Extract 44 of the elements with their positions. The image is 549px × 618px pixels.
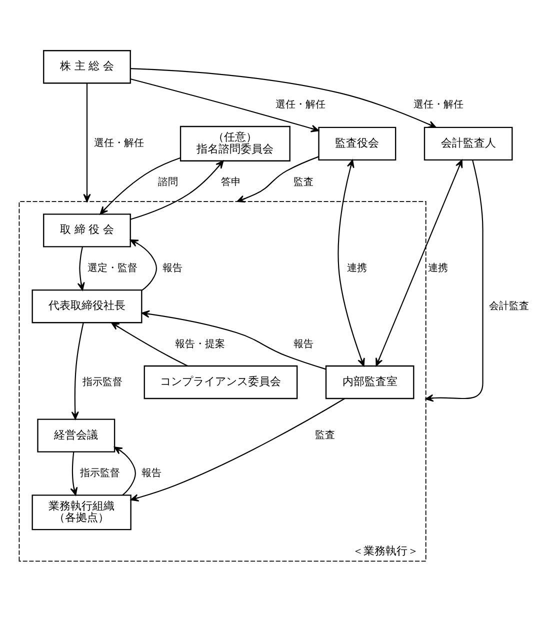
node-box: 代表取締役社長 [32, 288, 142, 323]
node-box: 経営会議 [37, 418, 116, 452]
edge-label: 指示監督 [80, 468, 120, 479]
arrow [111, 322, 188, 366]
arrow [83, 82, 91, 202]
node-box: 監査役会 [318, 126, 396, 160]
arrow [130, 78, 320, 132]
edge-label: 答申 [221, 176, 242, 188]
arrow [70, 451, 78, 496]
arrow [130, 398, 345, 501]
arrow [100, 156, 181, 214]
edge-label: 指示監督 [82, 376, 122, 388]
node-box: （任意） 指名諮問委員会 [180, 125, 290, 161]
edge-label: 報告 [293, 338, 314, 350]
edge-label: 選定・監督 [87, 262, 138, 274]
arrow [130, 160, 224, 220]
edge-label: 監査 [315, 430, 336, 441]
arrow [236, 156, 319, 202]
node-box: コンプライアンス委員会 [144, 364, 298, 399]
arrow [338, 159, 365, 366]
arrow [425, 159, 484, 402]
arrow [130, 68, 436, 128]
edge-label: 連携 [428, 262, 448, 274]
edge-label: 諮問 [158, 176, 178, 188]
edge-label: 監査 [293, 176, 314, 188]
arrow [130, 238, 157, 290]
arrow [71, 322, 84, 420]
arrow [141, 310, 326, 370]
node-box: 業務執行組織 （各拠点） [32, 494, 132, 530]
arrow [114, 446, 136, 495]
edge-label: 選任・解任 [414, 98, 464, 110]
arrow [77, 246, 85, 290]
node-box: 会計監査人 [424, 126, 513, 160]
edge-label: 報告 [162, 262, 182, 274]
edge-label: 選任・解任 [275, 98, 326, 110]
node-box: 取 締 役 会 [43, 213, 131, 247]
node-box: 株 主 総 会 [43, 50, 131, 84]
edge-label: 会計監査 [489, 300, 530, 312]
node-box: 内部監査室 [325, 364, 414, 399]
edge-label: 報告 [142, 468, 162, 479]
edge-label: 連携 [346, 262, 367, 274]
edge-label: 選任・解任 [94, 138, 144, 149]
arrow [376, 159, 463, 366]
edge-label: 報告・提案 [175, 338, 226, 350]
